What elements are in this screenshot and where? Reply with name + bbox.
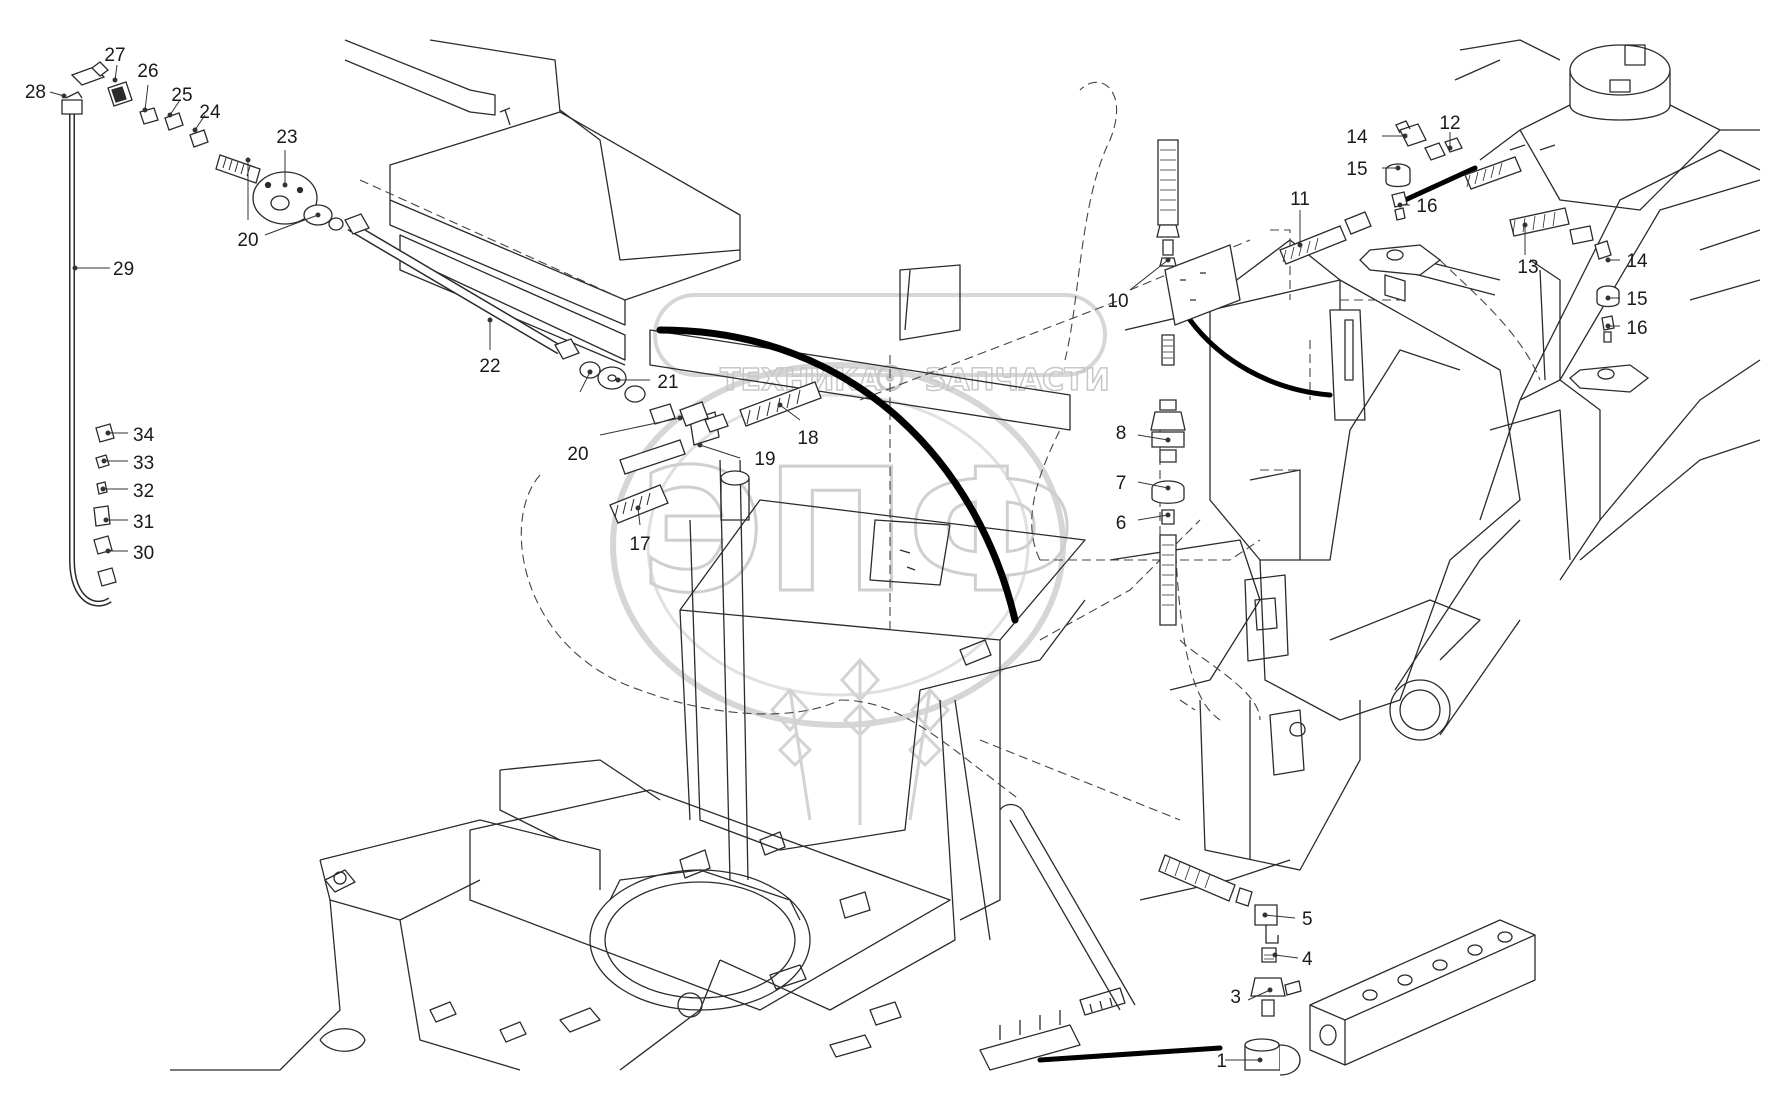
- right-hose: [1187, 317, 1333, 398]
- callout-1: 1: [1216, 1051, 1227, 1072]
- callout-16b: 16: [1626, 318, 1647, 339]
- callout-12: 12: [1439, 113, 1460, 134]
- center-vertical-stack: [1150, 139, 1241, 626]
- callout-20a: 20: [237, 230, 258, 251]
- callout-7: 7: [1116, 473, 1127, 494]
- callout-28: 28: [25, 82, 46, 103]
- callout-14b: 14: [1626, 251, 1648, 272]
- wheat-sheaf-icon: [769, 657, 951, 825]
- callout-3: 3: [1230, 987, 1241, 1008]
- callout-19: 19: [754, 449, 775, 470]
- bottom-hose: [1037, 1045, 1223, 1063]
- callout-10: 10: [1107, 291, 1128, 312]
- callout-17: 17: [629, 534, 650, 555]
- callout-25: 25: [171, 85, 192, 106]
- callout-22: 22: [479, 356, 500, 377]
- callout-29: 29: [113, 259, 134, 280]
- callout-14a: 14: [1346, 127, 1368, 148]
- callout-11: 11: [1290, 189, 1310, 210]
- callout-4: 4: [1302, 949, 1313, 970]
- callout-30: 30: [133, 543, 154, 564]
- callout-6: 6: [1116, 513, 1127, 534]
- callout-24: 24: [199, 102, 221, 123]
- callout-15a: 15: [1346, 159, 1367, 180]
- watermark-monogram: ЭПФ: [640, 433, 1076, 631]
- callout-5: 5: [1302, 909, 1313, 930]
- callout-31: 31: [133, 512, 154, 533]
- top-right-fittings: [1279, 120, 1650, 393]
- callout-23: 23: [276, 127, 297, 148]
- watermark-text-right: ЗАПЧАСТИ: [925, 363, 1110, 398]
- callout-16a: 16: [1416, 196, 1437, 217]
- callout-34: 34: [133, 425, 155, 446]
- callout-27: 27: [104, 45, 125, 66]
- leader-lines: [49, 64, 1620, 1063]
- callouts: 1 3 4 5 6 7 8 10 11 12 13 14 15 16 14 15…: [25, 45, 1648, 1072]
- callout-32: 32: [133, 481, 154, 502]
- callout-18: 18: [797, 428, 818, 449]
- watermark: ТЕХНИКА ЗАПЧАСТИ ЭПФ: [610, 293, 1110, 825]
- callout-13: 13: [1517, 257, 1538, 278]
- hoses: [656, 165, 1478, 1063]
- callout-8: 8: [1116, 423, 1127, 444]
- lower-fittings: [1158, 854, 1302, 1076]
- callout-20b: 20: [567, 444, 588, 465]
- top-right-hose: [1402, 165, 1478, 203]
- callout-33: 33: [133, 453, 154, 474]
- callout-26: 26: [137, 61, 158, 82]
- main-hose: [656, 326, 1019, 624]
- callout-15b: 15: [1626, 289, 1647, 310]
- machine-frame: [170, 39, 1761, 1071]
- callout-21: 21: [657, 372, 678, 393]
